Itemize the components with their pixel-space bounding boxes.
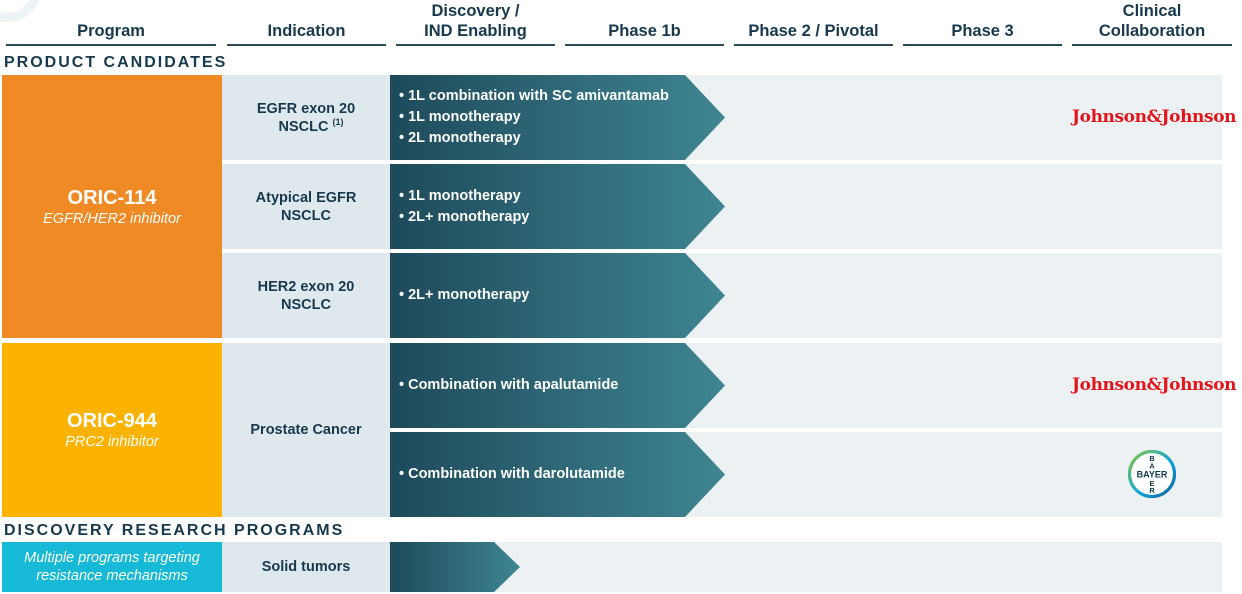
indication-egfr-exon20-line2: NSCLC bbox=[278, 118, 329, 135]
lane-solid-tumors bbox=[390, 542, 1222, 592]
indication-atypical-egfr: Atypical EGFR NSCLC bbox=[222, 164, 390, 249]
arrow-solid-tumors bbox=[390, 542, 520, 592]
arrow-prostate-apalutamide-item: • Combination with apalutamide bbox=[399, 377, 619, 393]
footnote-1: (1) bbox=[332, 116, 344, 127]
arrow-egfr-exon20: • 1L combination with SC amivantamab • 1… bbox=[390, 75, 725, 160]
bayer-vertical-letter: E bbox=[1150, 479, 1155, 488]
header-indication: Indication bbox=[227, 0, 386, 46]
header-phase1b: Phase 1b bbox=[565, 0, 724, 46]
program-oric-944-subtitle: PRC2 inhibitor bbox=[65, 434, 159, 450]
header-discovery: Discovery / IND Enabling bbox=[396, 0, 555, 46]
section-product-candidates: PRODUCT CANDIDATES bbox=[4, 54, 228, 71]
arrow-prostate-darolutamide: • Combination with darolutamide bbox=[390, 432, 725, 517]
bayer-cross-logo-icon: BAYER B A E R bbox=[1127, 449, 1177, 499]
program-discovery-line2: resistance mechanisms bbox=[36, 568, 188, 584]
arrow-egfr-exon20-item: • 1L monotherapy bbox=[399, 109, 521, 125]
indication-her2-exon20-line2: NSCLC bbox=[281, 296, 331, 313]
indication-atypical-egfr-line2: NSCLC bbox=[281, 207, 331, 224]
arrow-egfr-exon20-item: • 2L monotherapy bbox=[399, 130, 521, 146]
indication-prostate-label: Prostate Cancer bbox=[250, 422, 362, 438]
program-oric-114-name: ORIC-114 bbox=[67, 186, 157, 209]
header-phase3: Phase 3 bbox=[903, 0, 1062, 46]
header-collaboration: Clinical Collaboration bbox=[1072, 0, 1232, 46]
indication-her2-exon20: HER2 exon 20 NSCLC bbox=[222, 253, 390, 338]
program-oric-114: ORIC-114 EGFR/HER2 inhibitor bbox=[2, 75, 222, 338]
program-oric-944-name: ORIC-944 bbox=[66, 410, 158, 432]
indication-egfr-exon20-line1: EGFR exon 20 bbox=[256, 100, 356, 117]
johnson-and-johnson-logo: Johnson&Johnson bbox=[1072, 107, 1237, 127]
bayer-vertical-letter: A bbox=[1149, 462, 1155, 471]
program-oric-114-subtitle: EGFR/HER2 inhibitor bbox=[43, 210, 181, 227]
arrow-prostate-apalutamide: • Combination with apalutamide bbox=[390, 343, 725, 428]
bayer-horizontal-letters: BAYER bbox=[1137, 470, 1168, 480]
indication-prostate-cancer: Prostate Cancer bbox=[222, 343, 390, 517]
arrow-egfr-exon20-item: • 1L combination with SC amivantamab bbox=[399, 88, 669, 104]
header-collab-line1: Clinical bbox=[1122, 2, 1182, 20]
header-collab-line2: Collaboration bbox=[1098, 22, 1206, 40]
header-phase2-label: Phase 2 / Pivotal bbox=[748, 22, 879, 40]
indication-egfr-exon20-line2-wrap: NSCLC (1) bbox=[269, 116, 344, 136]
johnson-and-johnson-logo: Johnson&Johnson bbox=[1072, 375, 1237, 395]
header-phase3-label: Phase 3 bbox=[951, 22, 1014, 40]
indication-solid-tumors-label: Solid tumors bbox=[261, 559, 351, 575]
header-program-label: Program bbox=[77, 22, 145, 40]
indication-her2-exon20-line1: HER2 exon 20 bbox=[257, 278, 355, 295]
header-program: Program bbox=[6, 0, 216, 46]
header-phase1b-label: Phase 1b bbox=[608, 22, 681, 40]
arrow-atypical-egfr-item: • 2L+ monotherapy bbox=[399, 208, 530, 225]
arrow-prostate-darolutamide-item: • Combination with darolutamide bbox=[399, 466, 625, 482]
arrow-atypical-egfr: • 1L monotherapy • 2L+ monotherapy bbox=[390, 164, 725, 249]
program-discovery: Multiple programs targeting resistance m… bbox=[2, 542, 222, 592]
indication-solid-tumors: Solid tumors bbox=[222, 542, 390, 592]
header-indication-label: Indication bbox=[267, 22, 346, 40]
indication-atypical-egfr-line1: Atypical EGFR bbox=[255, 189, 357, 206]
header-phase2: Phase 2 / Pivotal bbox=[734, 0, 893, 46]
program-discovery-line1: Multiple programs targeting bbox=[24, 550, 200, 566]
section-discovery-research: DISCOVERY RESEARCH PROGRAMS bbox=[4, 522, 345, 539]
indication-egfr-exon20: EGFR exon 20 NSCLC (1) bbox=[222, 75, 390, 160]
arrow-her2-exon20: • 2L+ monotherapy bbox=[390, 253, 725, 338]
header-discovery-line2: IND Enabling bbox=[424, 22, 527, 40]
header-discovery-line1: Discovery / bbox=[431, 2, 520, 20]
bayer-vertical-letter: B bbox=[1149, 454, 1154, 463]
arrow-her2-exon20-item: • 2L+ monotherapy bbox=[399, 287, 530, 303]
bayer-vertical-letter: R bbox=[1149, 486, 1155, 495]
program-oric-944: ORIC-944 PRC2 inhibitor bbox=[2, 343, 222, 517]
arrow-atypical-egfr-item: • 1L monotherapy bbox=[399, 187, 521, 204]
